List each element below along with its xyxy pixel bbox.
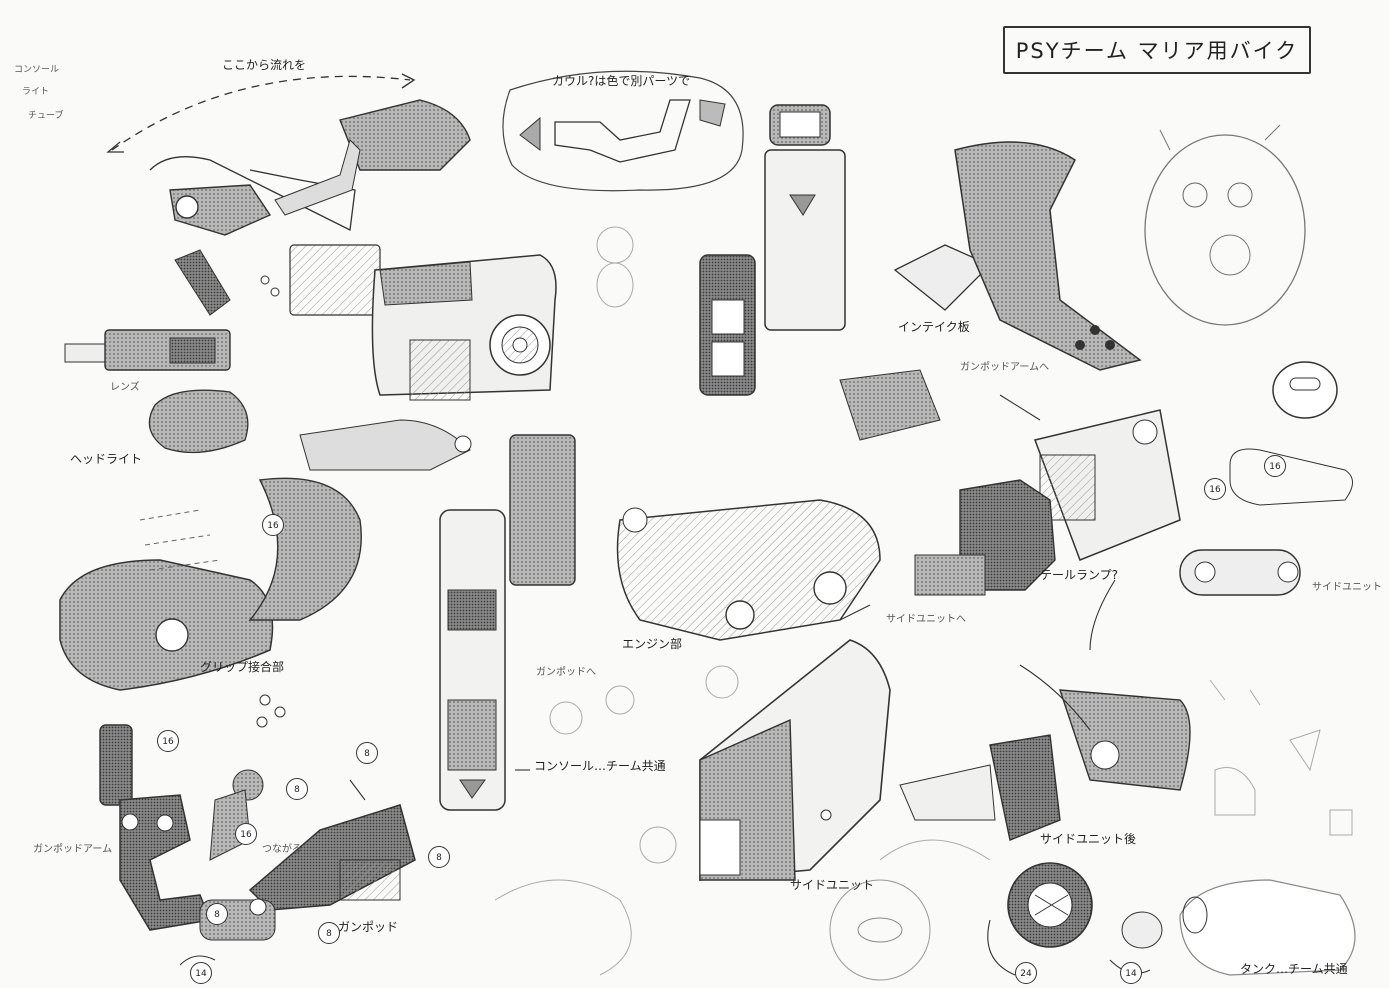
faint-doodles	[494, 226, 1353, 976]
connector-arrows	[179, 394, 1151, 976]
engine-label: エンジン部	[622, 637, 683, 651]
tail-lamp-block	[914, 479, 1056, 596]
arc-label: ここから流れを	[222, 58, 307, 72]
screw-count-8-e: 8	[318, 922, 340, 944]
headlight-section	[59, 389, 472, 728]
head-light-label: ヘッドライト	[70, 452, 143, 466]
flow-arc	[106, 73, 416, 153]
cowl-bubble	[502, 70, 744, 192]
console-lower	[439, 434, 576, 811]
screw-count-8-d: 8	[206, 903, 228, 925]
connect-label: つながる	[262, 844, 302, 855]
screw-count-24: 24	[1015, 962, 1037, 984]
round-parts	[829, 862, 1356, 981]
margin-note-light: ライト	[22, 87, 50, 97]
side-unit-mid-label: サイドユニットへ	[886, 614, 966, 625]
intake-plate	[893, 141, 1142, 371]
screw-count-16-b: 16	[1264, 455, 1286, 477]
side-unit-back	[899, 689, 1191, 841]
sheet-title-box: PSYチーム マリア用バイク	[1003, 26, 1311, 74]
gunpod-label: ガンポッド	[338, 920, 399, 934]
upper-frame-assembly	[64, 99, 557, 401]
screw-count-14-a: 14	[1120, 962, 1142, 984]
screw-count-16-c: 16	[1204, 478, 1226, 500]
tank-common-label: タンク…チーム共通	[1240, 962, 1348, 976]
gunpod-arm-right	[1033, 361, 1353, 596]
margin-note-tube: チューブ	[28, 111, 64, 121]
side-unit-bottom-label: サイドユニット	[790, 878, 875, 892]
screw-count-8-a: 8	[356, 742, 378, 764]
lens-label: レンズ	[110, 382, 140, 393]
tail-lamp-label: テールランプ?	[1040, 568, 1119, 582]
sheet-title: PSYチーム マリア用バイク	[1015, 39, 1299, 63]
screw-count-14-b: 14	[190, 962, 212, 984]
grip-joint-label: グリップ接合部	[200, 660, 285, 674]
console-top	[699, 104, 846, 396]
side-unit-back-label: サイドユニット後	[1040, 832, 1137, 846]
screw-count-8-b: 8	[286, 778, 308, 800]
engine-section	[616, 369, 941, 641]
gunpod-arm-label: ガンポッドアーム	[33, 844, 113, 855]
mascot-sketch	[1144, 124, 1306, 326]
console-common-label: コンソール…チーム共通	[534, 759, 666, 773]
margin-note-console: コンソール	[14, 65, 60, 75]
to-gunpod-arm-label: ガンポッドアームへ	[960, 362, 1050, 373]
side-unit-center	[699, 639, 891, 881]
cowl-label: カウル?は色で別パーツで	[552, 74, 691, 88]
intake-plate-label: インテイク板	[898, 320, 970, 334]
screw-count-16-d: 16	[157, 730, 179, 752]
screw-count-8-c: 8	[428, 846, 450, 868]
screw-count-16-a: 16	[262, 514, 284, 536]
side-unit-right-label: サイドユニット	[1312, 582, 1382, 593]
to-gunpod-label: ガンポッドへ	[536, 667, 596, 678]
screw-count-16-e: 16	[235, 823, 257, 845]
